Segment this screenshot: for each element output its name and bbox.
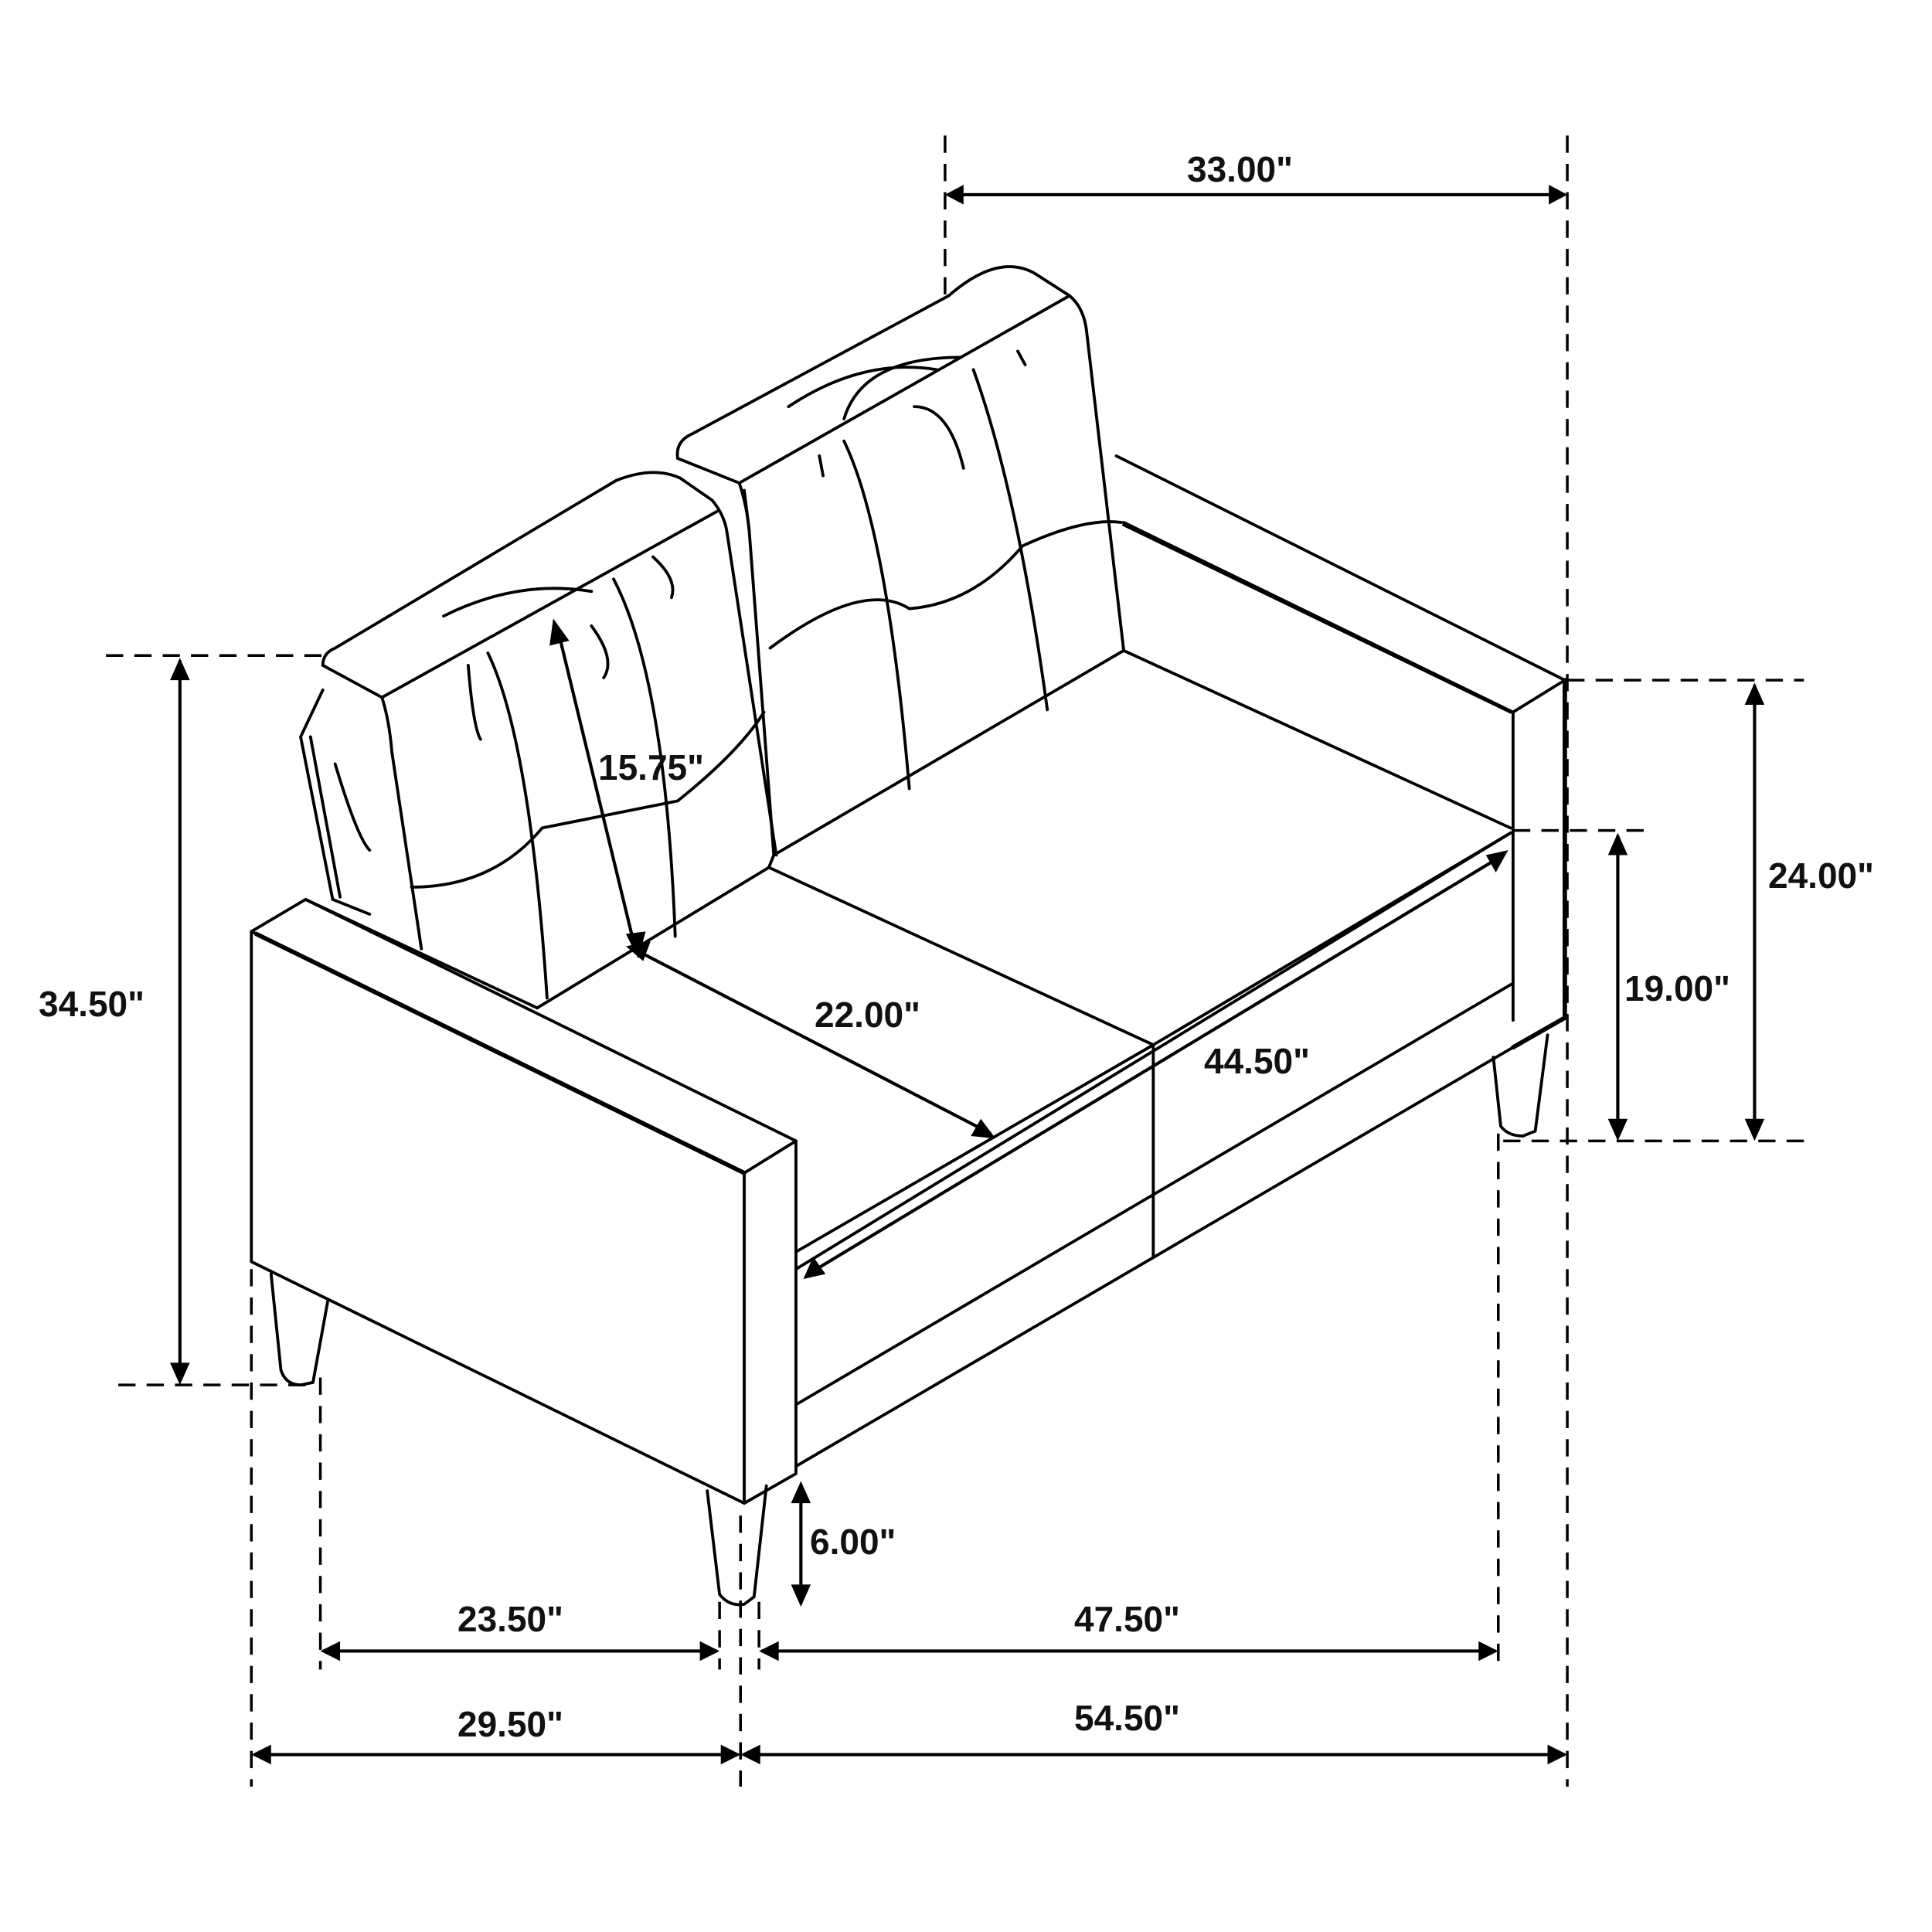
dimension-label-23-50: 23.50" [457,1599,563,1639]
dimension-label-33: 33.00" [1187,149,1293,189]
dimension-label-22: 22.00" [815,995,920,1035]
dimension-label-54-50: 54.50" [1074,1698,1180,1738]
dimension-label-6: 6.00" [810,1522,896,1562]
dimension-label-19: 19.00" [1624,968,1730,1009]
dimension-label-29-50: 29.50" [457,1704,563,1744]
dimension-label-34-50: 34.50" [39,984,145,1024]
dimension-label-44-50: 44.50" [1204,1041,1310,1081]
dimension-label-47-50: 47.50" [1074,1599,1180,1639]
dimension-label-24: 24.00" [1768,855,1874,896]
dimension-lines [106,135,1804,1787]
dimension-label-15-75: 15.75" [598,747,704,787]
